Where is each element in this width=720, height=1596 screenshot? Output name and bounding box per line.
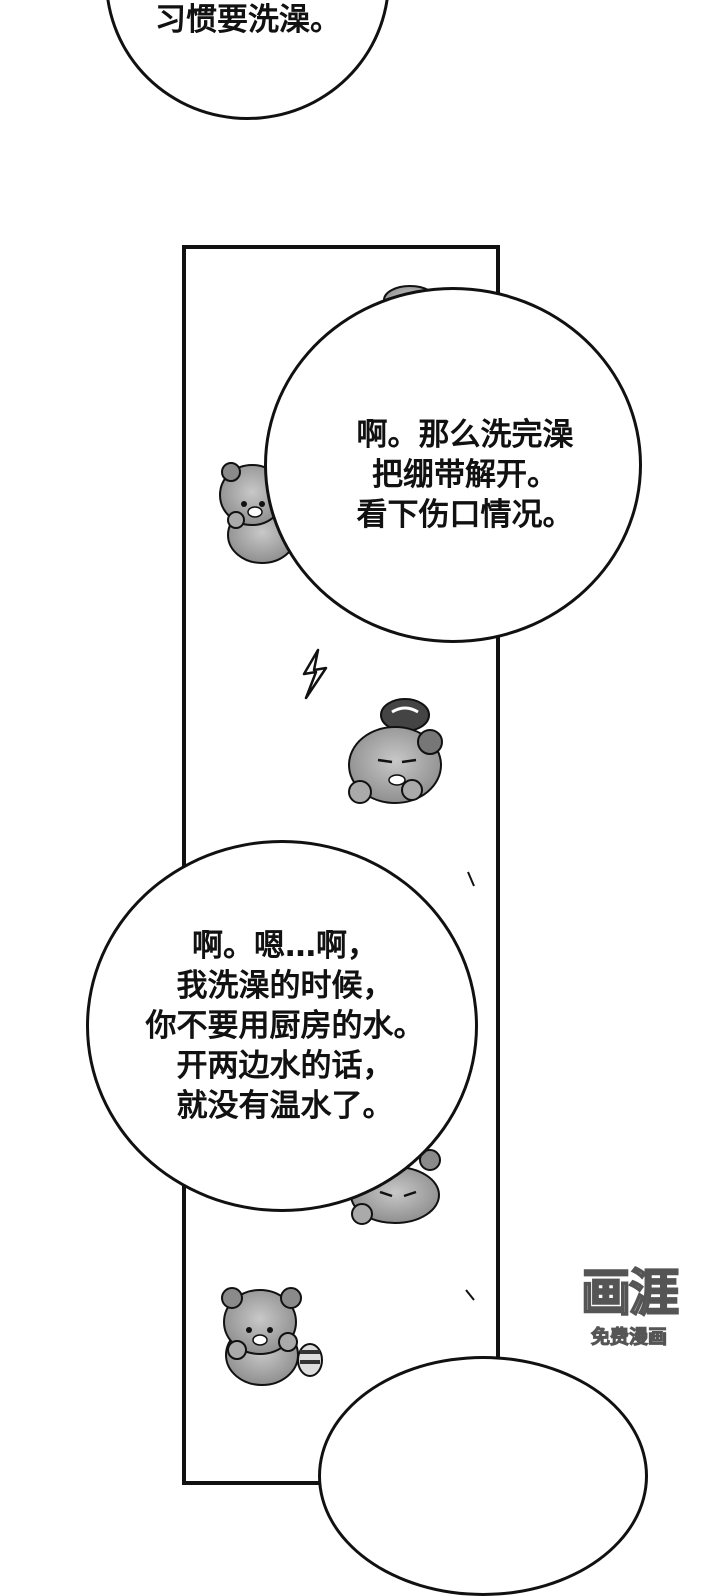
- watermark: 画涯 免费漫画: [566, 1262, 692, 1362]
- bubble-lower-line: 开两边水的话，: [176, 1048, 394, 1084]
- speech-bubble-bottom: [318, 1356, 648, 1596]
- bubble-middle-line: 啊。那么洗完澡: [356, 417, 574, 453]
- bubble-lower-line: 我洗澡的时候，: [176, 968, 394, 1004]
- raccoon-icon: [348, 698, 443, 804]
- raccoon-icon: [221, 1287, 323, 1386]
- watermark-subtitle: 免费漫画: [590, 1326, 667, 1349]
- bubble-lower-text: 啊。嗯…啊， 我洗澡的时候， 你不要用厨房的水。 开两边水的话， 就没有温水了。: [120, 926, 450, 1126]
- bubble-lower-line: 啊。嗯…啊，: [192, 928, 378, 964]
- bubble-top-text: 习惯要洗澡。: [148, 0, 348, 40]
- bubble-top-line: 习惯要洗澡。: [155, 2, 341, 38]
- panel-illustrations: [219, 285, 475, 1386]
- bubble-lower-line: 就没有温水了。: [176, 1088, 394, 1124]
- speech-bubble-lower: [86, 840, 478, 1212]
- comic-page: 习惯要洗澡。: [86, 0, 692, 1596]
- bubble-lower-line: 你不要用厨房的水。: [145, 1008, 425, 1044]
- watermark-logo: 画涯: [580, 1263, 680, 1323]
- lightning-icon: [302, 648, 328, 700]
- bubble-middle-line: 把绷带解开。: [372, 457, 558, 493]
- bubble-middle-text: 啊。那么洗完澡 把绷带解开。 看下伤口情况。: [325, 415, 605, 535]
- speech-bubble-middle: [264, 287, 642, 643]
- bubble-middle-line: 看下伤口情况。: [356, 497, 574, 533]
